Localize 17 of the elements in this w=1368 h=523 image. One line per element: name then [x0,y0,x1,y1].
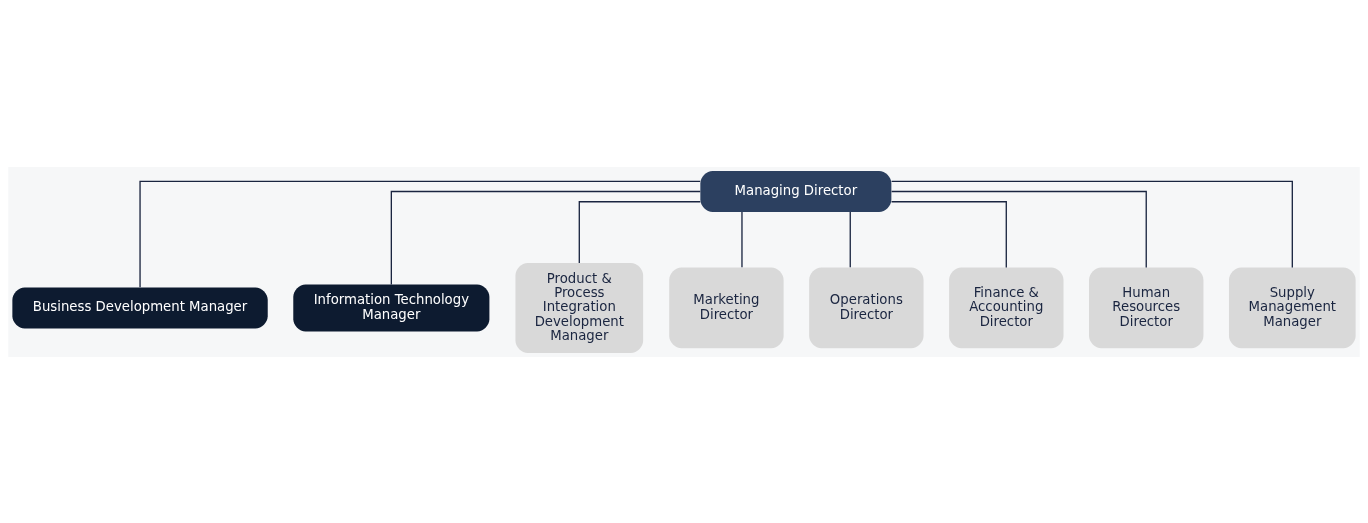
node-box: Supply Management Manager [1228,267,1356,348]
connector [890,190,1147,268]
connector [890,200,1007,268]
connector [741,210,743,268]
node-box: Human Resources Director [1089,267,1204,348]
node-box: Marketing Director [669,267,784,348]
node-box: Business Development Manager [12,287,268,328]
connector [578,200,701,264]
node-box: Finance & Accounting Director [949,267,1064,348]
node-box: Information Technology Manager [293,283,490,331]
node-box: Operations Director [809,267,924,348]
connector [890,180,1293,268]
node-box: Managing Director [700,170,892,212]
connector [390,190,701,285]
connector [849,210,851,268]
node-box: Product & Process Integration Development Manager [515,262,644,353]
connector [139,180,701,288]
